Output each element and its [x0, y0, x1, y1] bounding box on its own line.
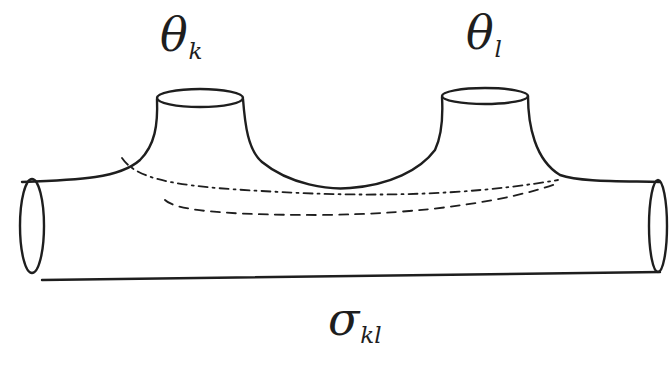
subscript: l — [495, 36, 502, 62]
math-label: σkl — [328, 296, 382, 342]
subscript: kl — [360, 322, 381, 348]
boundary-circle — [649, 180, 667, 272]
surface-outline — [528, 96, 660, 182]
boundary-circle — [20, 179, 44, 273]
math-label: θk — [160, 12, 203, 58]
boundary-circle — [442, 88, 528, 104]
symbol: θ — [466, 6, 494, 60]
surface-outline — [243, 97, 442, 188]
surface-outline — [42, 272, 660, 280]
dashdot-curve — [122, 158, 558, 195]
symbol: σ — [328, 292, 359, 346]
subscript: k — [189, 38, 203, 64]
math-label: θl — [466, 10, 502, 56]
surface-outline — [22, 99, 157, 182]
dashed-curve — [165, 184, 556, 215]
symbol: θ — [160, 8, 188, 62]
boundary-circle — [157, 89, 243, 107]
